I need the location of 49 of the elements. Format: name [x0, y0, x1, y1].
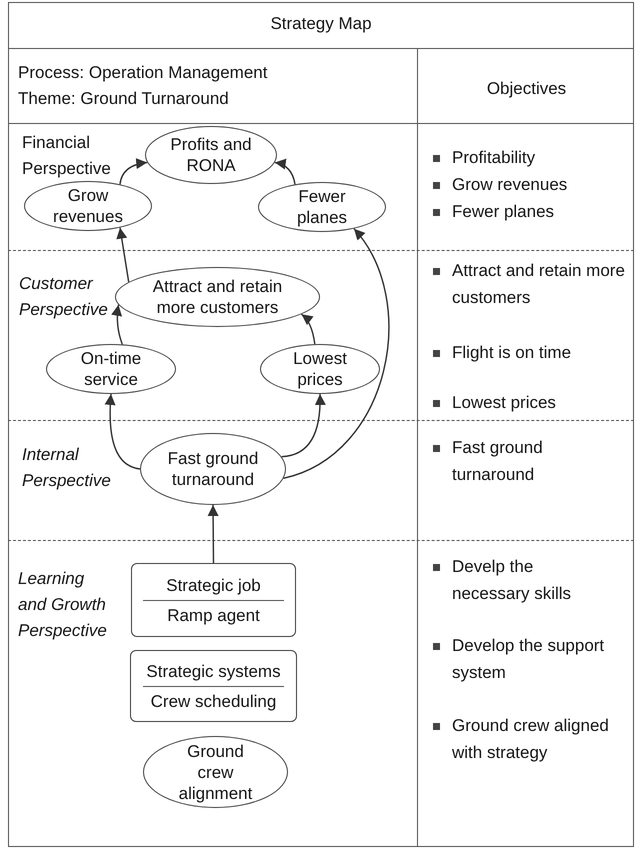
- arrow: [104, 394, 140, 470]
- arrow: [208, 505, 219, 563]
- perspective-label: Customer Perspective: [19, 273, 109, 321]
- node-text: On-time service: [80, 348, 142, 390]
- objective-ellipse: [46, 344, 176, 394]
- objective-text: Fewer planes: [452, 201, 556, 223]
- objective-text: Develop the support system: [452, 635, 606, 684]
- title: Strategy Map: [269, 14, 373, 34]
- node-text: Fewer planes: [296, 186, 348, 228]
- objective-ellipse: [260, 344, 380, 394]
- arrow: [116, 228, 130, 282]
- arrow: [111, 304, 123, 345]
- objective-text: Grow revenues: [452, 174, 568, 196]
- objective-text: Ground crew aligned with strategy: [452, 715, 610, 764]
- node-text: Attract and retain more customers: [152, 276, 284, 318]
- objective-ellipse: [258, 182, 386, 232]
- node-text: Ground crew alignment: [178, 740, 254, 804]
- node-text: Fast ground turnaround: [166, 448, 260, 490]
- arrow: [282, 394, 326, 458]
- objective-ellipse: [115, 267, 320, 327]
- objective-ellipse: [140, 433, 286, 505]
- node-text: Lowest prices: [292, 348, 348, 390]
- node-text: Grow revenues: [52, 185, 124, 227]
- objective-text: Flight is on time: [452, 342, 572, 364]
- node-text: Ramp agent: [167, 604, 260, 626]
- node-text: Crew scheduling: [150, 690, 276, 712]
- objective-text: Profitability: [452, 147, 536, 169]
- node-text: Profits and RONA: [169, 134, 253, 176]
- perspective-label: Process: Operation Management: [18, 62, 268, 84]
- node-text: Strategic systems: [146, 660, 281, 682]
- perspective-label: Internal Perspective: [22, 444, 112, 492]
- node-text: Strategic job: [166, 574, 261, 596]
- arrow: [119, 158, 148, 184]
- objective-ellipse: [143, 736, 288, 808]
- arrow: [283, 228, 390, 479]
- perspective-label: Learning and Growth Perspective: [18, 568, 108, 642]
- objective-text: Lowest prices: [452, 392, 557, 414]
- objective-text: Develp the necessary skills: [452, 556, 572, 605]
- perspective-label: Financial Perspective: [22, 132, 112, 180]
- objective-ellipse: [24, 181, 152, 231]
- perspective-label: Theme: Ground Turnaround: [18, 88, 230, 110]
- rounded-box: [130, 650, 297, 722]
- arrow: [274, 159, 296, 184]
- objective-ellipse: [145, 126, 277, 184]
- objective-text: Fast ground turnaround: [452, 437, 544, 486]
- objective-text: Attract and retain more customers: [452, 260, 626, 309]
- rounded-box: [131, 563, 296, 637]
- arrow: [301, 314, 316, 344]
- column-heading: Objectives: [486, 78, 568, 100]
